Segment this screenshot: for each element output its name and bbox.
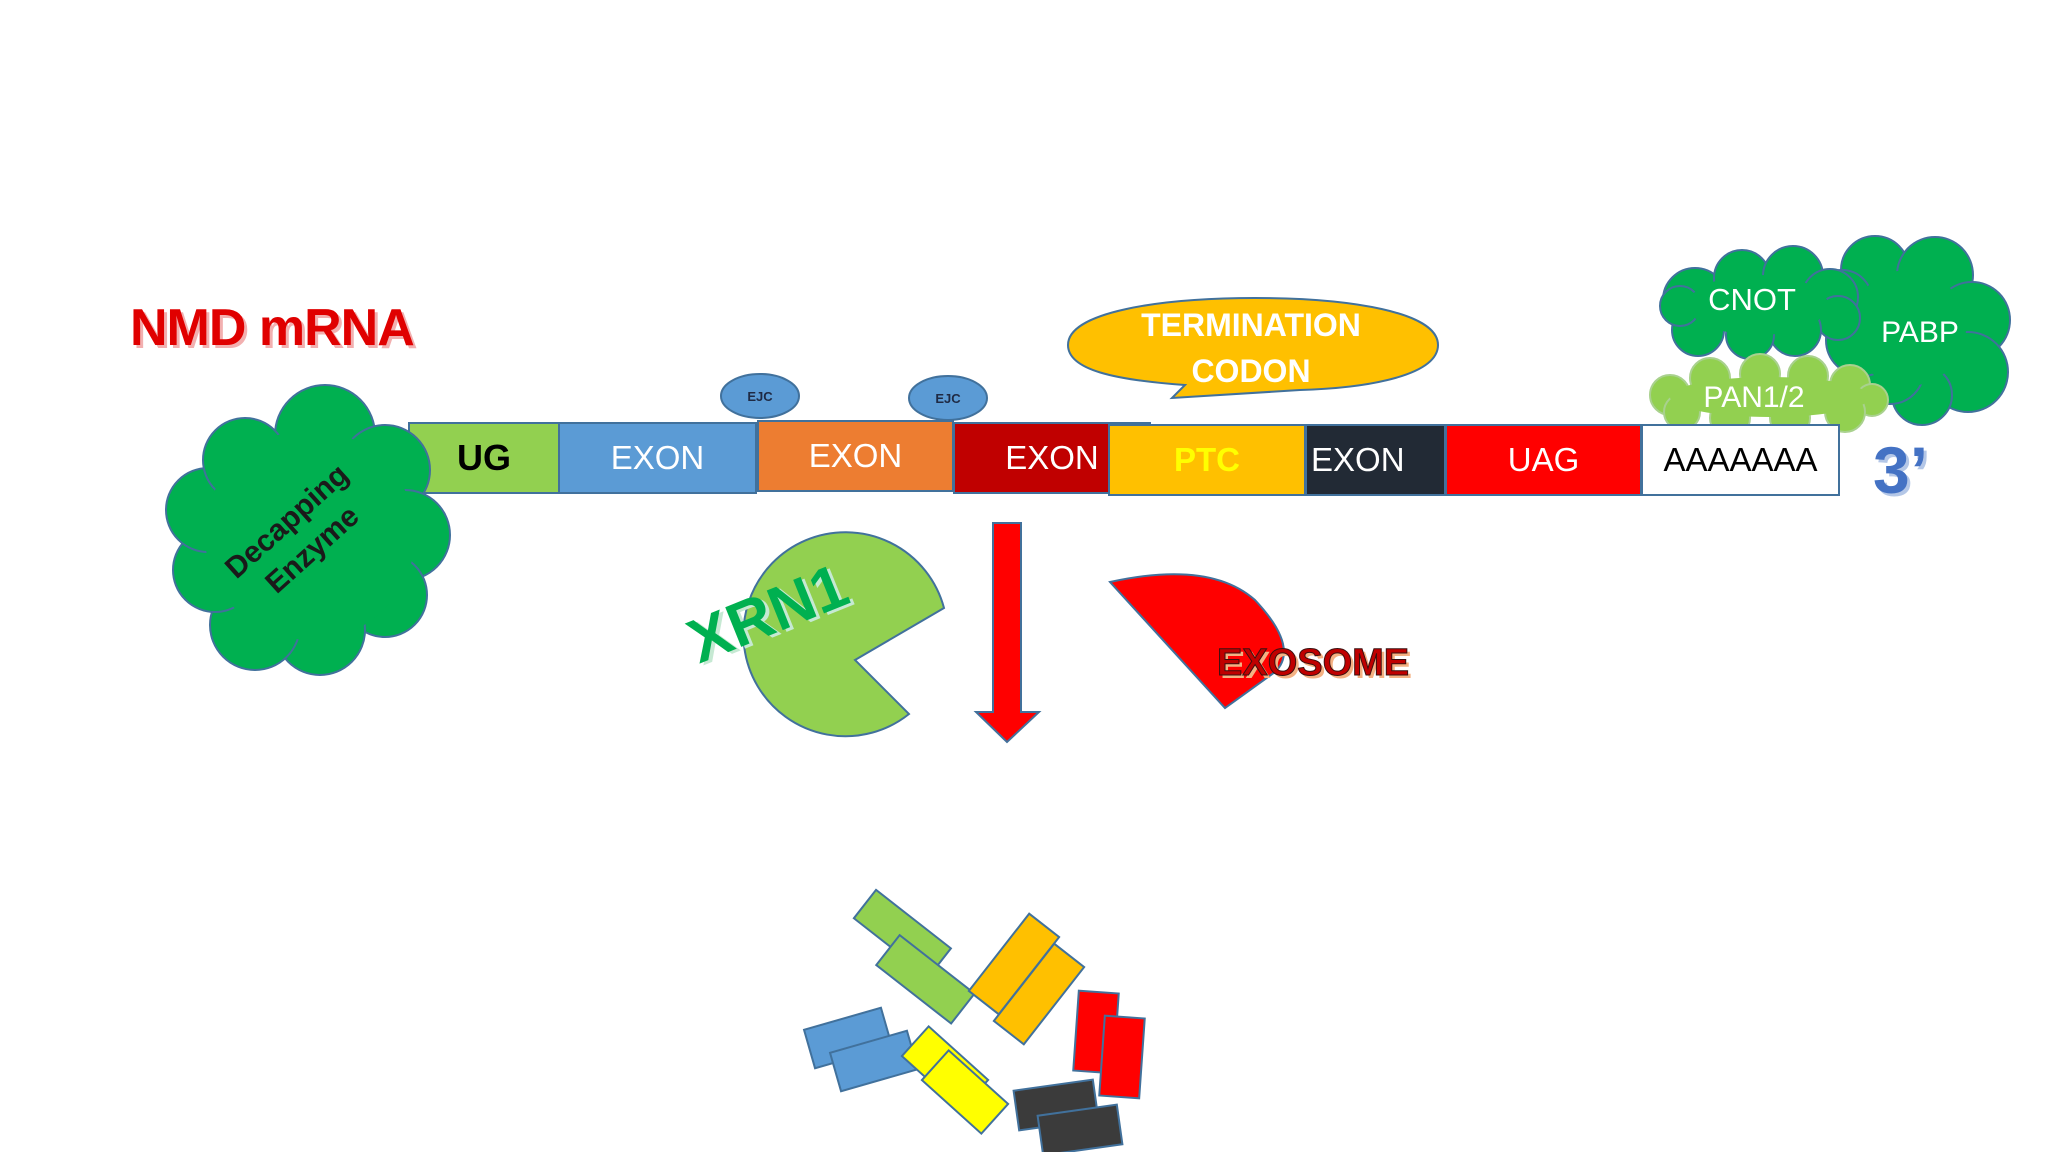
segment-stop-codon: UAG bbox=[1445, 424, 1642, 496]
xrn1-pacman bbox=[742, 531, 946, 738]
segment-exon-2-label: EXON bbox=[808, 437, 903, 474]
ejc-1-label: EJC bbox=[747, 389, 773, 404]
ejc-2: EJC bbox=[908, 375, 988, 421]
ejc-2-label: EJC bbox=[935, 391, 961, 406]
segment-poly-a-tail-label: AAAAAAA bbox=[1663, 441, 1818, 478]
exosome-wedge bbox=[1108, 573, 1285, 710]
segment-poly-a-tail: AAAAAAA bbox=[1641, 424, 1840, 496]
segment-exon-3-label: EXON bbox=[1005, 439, 1099, 476]
termination-line-1: TERMINATION bbox=[1141, 307, 1361, 343]
segment-exon-2: EXON bbox=[757, 420, 954, 492]
pan-label: PAN1/2 bbox=[1703, 381, 1804, 414]
pan-cloud bbox=[1649, 353, 1889, 439]
ejc-1: EJC bbox=[720, 373, 800, 419]
pabp-label: PABP bbox=[1881, 316, 1959, 349]
degraded-fragments bbox=[802, 888, 1146, 1152]
segment-ptc-label: PTC bbox=[1174, 441, 1240, 478]
segment-start-codon-label: UG bbox=[457, 437, 511, 478]
fragment-dark-2 bbox=[1036, 1103, 1124, 1152]
cnot-cloud bbox=[1659, 245, 1861, 360]
termination-line-2: CODON bbox=[1191, 353, 1310, 389]
exosome-label: EXOSOME bbox=[1216, 642, 1410, 685]
segment-exon-1: EXON bbox=[558, 422, 757, 494]
fragment-green-2 bbox=[874, 933, 976, 1025]
termination-codon-bubble: TERMINATION CODON bbox=[1066, 296, 1440, 400]
three-prime-label: 3’ bbox=[1873, 433, 1929, 507]
diagram-title: NMD mRNA bbox=[130, 299, 415, 357]
fragment-red-2 bbox=[1098, 1014, 1146, 1100]
degradation-arrow bbox=[973, 522, 1042, 744]
segment-stop-codon-label: UAG bbox=[1507, 441, 1580, 478]
segment-exon-1-label: EXON bbox=[610, 439, 705, 476]
cnot-label: CNOT bbox=[1708, 282, 1796, 317]
segment-exon-4-label: EXON bbox=[1311, 441, 1405, 478]
decapping-enzyme-cloud bbox=[165, 384, 451, 676]
segment-ptc: PTC bbox=[1108, 424, 1306, 496]
fragment-orange-2 bbox=[992, 942, 1086, 1046]
segment-exon-4: EXON bbox=[1305, 424, 1446, 496]
segment-start-codon: UG bbox=[408, 422, 560, 494]
fragment-yellow-2 bbox=[920, 1048, 1010, 1136]
